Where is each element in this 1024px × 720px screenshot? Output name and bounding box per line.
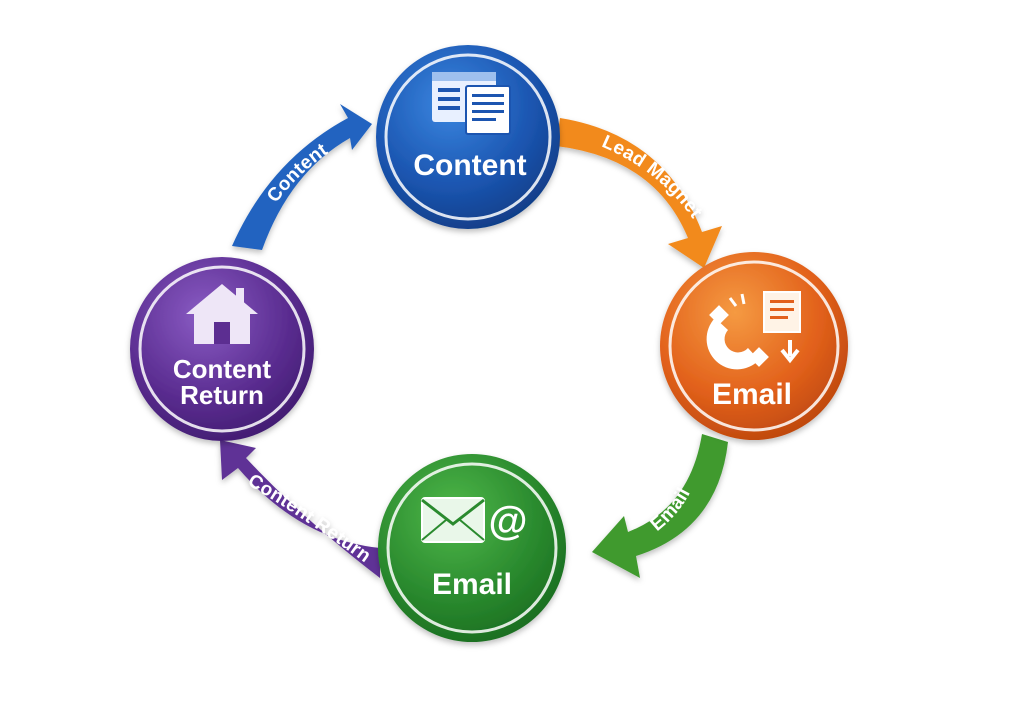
magnet-lead-icon — [706, 291, 801, 370]
arrow-content-return-shape — [220, 440, 380, 578]
node-content-return-circle — [130, 257, 314, 441]
node-content-circle — [376, 45, 560, 229]
arrow-email-shape — [592, 434, 728, 578]
arrow-content-return: Content Return — [220, 440, 380, 578]
document-pages-icon — [432, 72, 511, 135]
arrow-lead-magnet-shape — [556, 118, 722, 268]
node-content-return-label-line2: Return — [180, 380, 264, 410]
arrow-content-label: Content — [263, 139, 332, 206]
arrow-lead-magnet: Lead Magnet — [556, 118, 722, 268]
arrow-email: Email — [592, 434, 728, 578]
house-icon — [186, 284, 258, 344]
envelope-at-icon: @ — [421, 497, 528, 543]
node-email-orange-circle — [660, 252, 848, 440]
node-content: Content — [376, 45, 560, 229]
node-email-orange-label: Email — [712, 378, 792, 411]
arrow-content-shape — [232, 104, 372, 250]
arrow-lead-magnet-label: Lead Magnet — [599, 132, 707, 223]
node-email-orange: Email — [660, 252, 848, 440]
node-content-return-label-line1: Content — [173, 354, 272, 384]
arrow-content: Content — [232, 104, 372, 250]
arrow-content-return-label: Content Return — [244, 470, 375, 567]
node-email-green-circle — [378, 454, 566, 642]
node-email-green: @ Email — [378, 454, 566, 642]
node-content-return: Content Return — [130, 257, 314, 441]
svg-text:@: @ — [488, 499, 527, 543]
node-content-label: Content — [413, 149, 526, 182]
node-email-green-label: Email — [432, 568, 512, 601]
